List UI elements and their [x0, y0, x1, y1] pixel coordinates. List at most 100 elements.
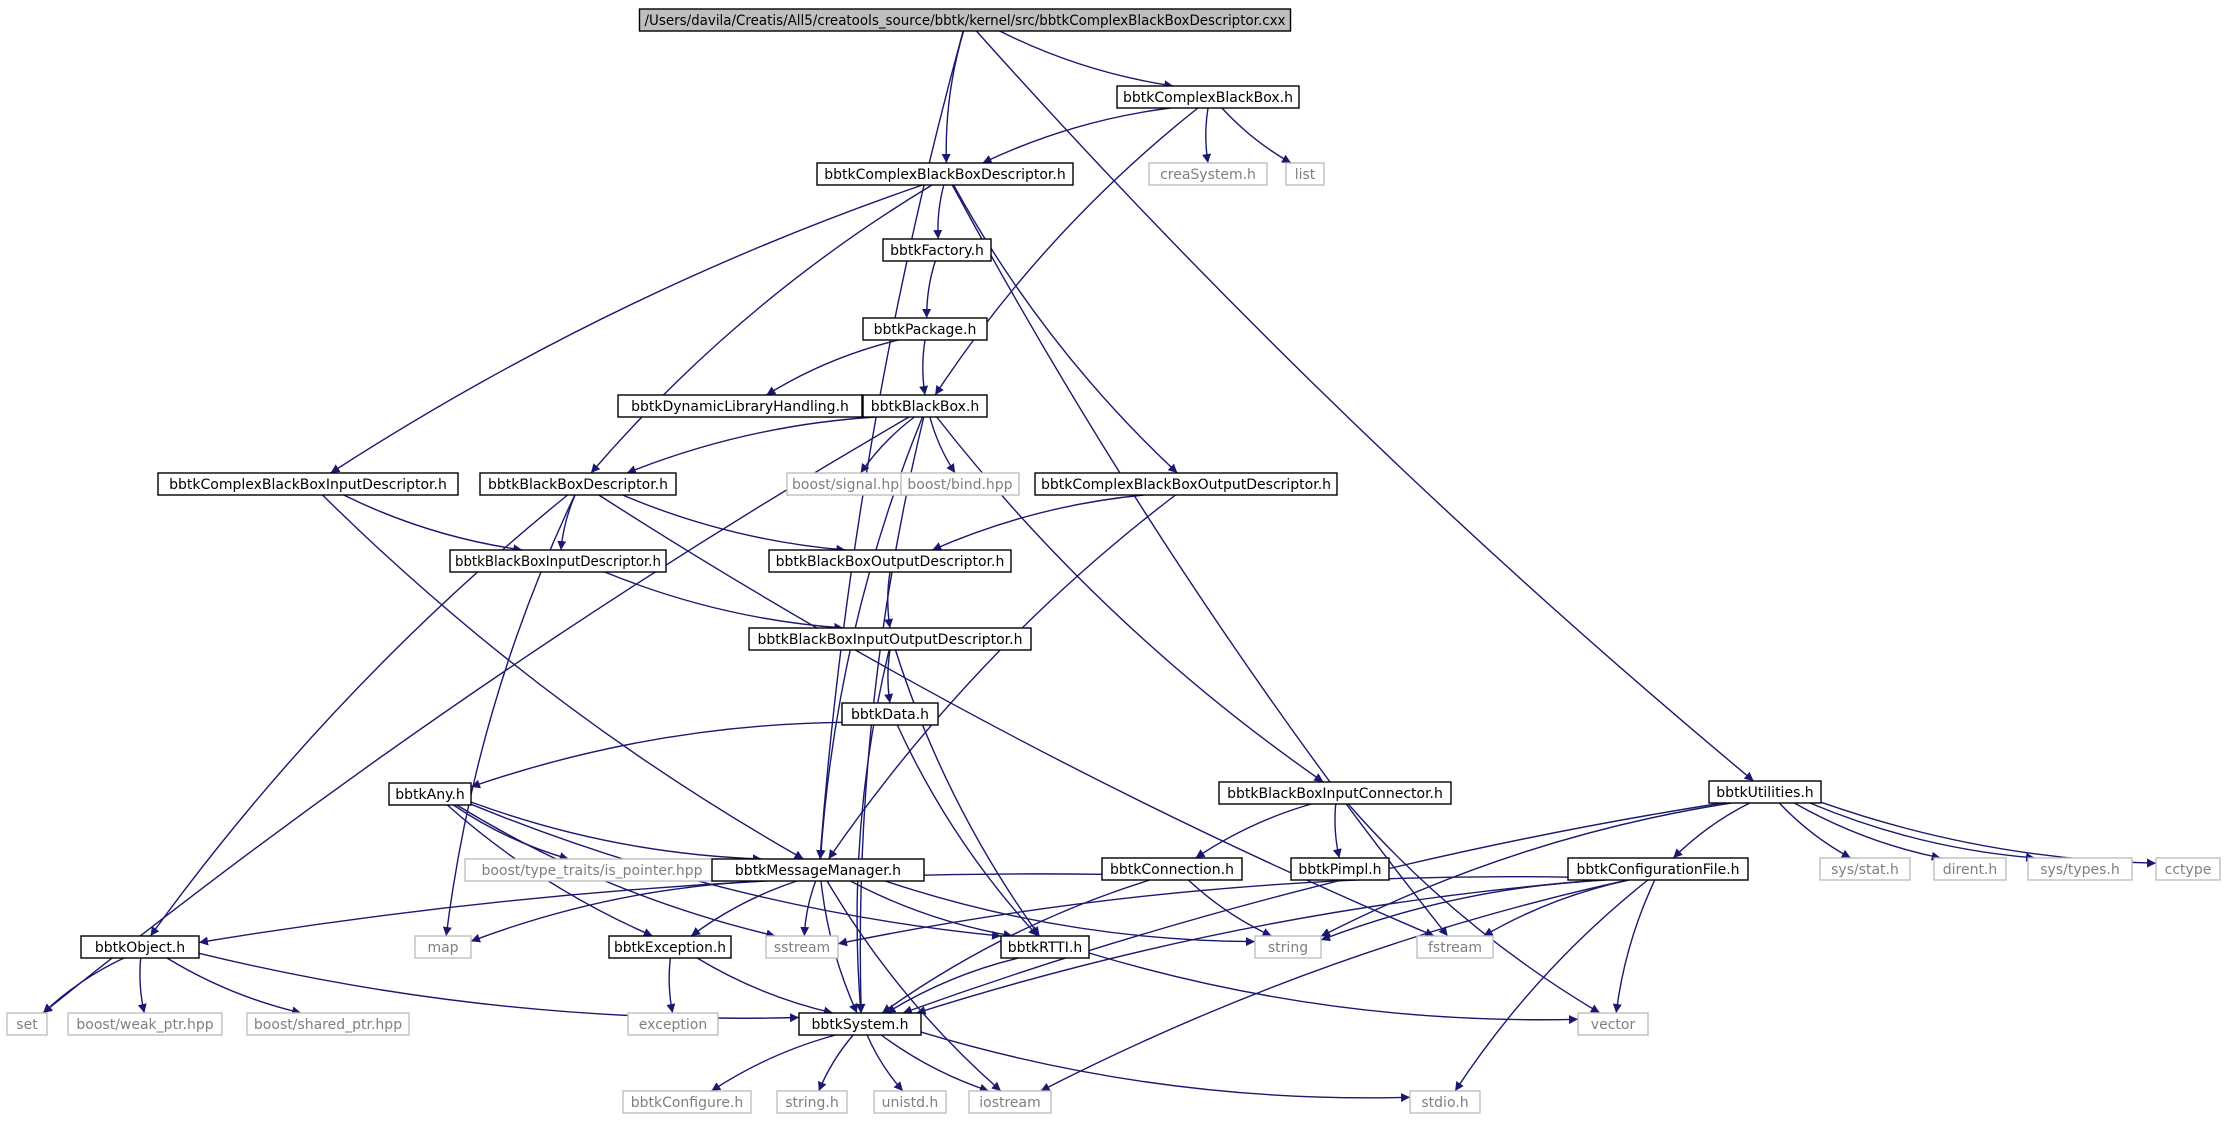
- edge-bbid-to-bbiod: [604, 571, 844, 632]
- node-bbtkconnection-h[interactable]: bbtkConnection.h: [1101, 857, 1243, 881]
- node-label: bbtkAny.h: [395, 787, 464, 803]
- node-box: [765, 935, 839, 959]
- node-label: iostream: [979, 1095, 1041, 1111]
- node-bbtkobject-h[interactable]: bbtkObject.h: [80, 935, 200, 959]
- node-label: vector: [1591, 1017, 1636, 1033]
- node-box: [748, 627, 1032, 651]
- edge-config-to-sstream: [837, 875, 1569, 947]
- node-box: [1290, 857, 1390, 881]
- node-label: string: [1268, 940, 1308, 956]
- node-box: [414, 935, 472, 959]
- node-bbtkconfigurationfile-h[interactable]: bbtkConfigurationFile.h: [1567, 857, 1749, 881]
- node-label: bbtkConfigurationFile.h: [1576, 862, 1739, 878]
- node-exception: exception: [627, 1012, 719, 1036]
- edge-cbbid-to-bbid: [343, 494, 523, 554]
- node-box: [1148, 162, 1268, 186]
- edge-cbbd-to-cbbod: [952, 184, 1178, 474]
- edge-bbic-to-vector: [1347, 803, 1601, 1014]
- edge-object-to-sharedptr: [166, 957, 302, 1016]
- edge-bbic-to-pimpl: [1332, 803, 1342, 859]
- node-cctype: cctype: [2155, 857, 2221, 881]
- node-label: creaSystem.h: [1160, 167, 1256, 183]
- node-bbtkpimpl-h[interactable]: bbtkPimpl.h: [1290, 857, 1390, 881]
- node-label: bbtkPimpl.h: [1298, 862, 1381, 878]
- node-bbtkmessagemanager-h[interactable]: bbtkMessageManager.h: [711, 858, 925, 882]
- edge-system-to-iostream: [880, 1034, 990, 1093]
- node-bbtkblackboxinputoutputdescriptor-h[interactable]: bbtkBlackBoxInputOutputDescriptor.h: [748, 627, 1032, 651]
- edge-utilities-to-sysstat: [1778, 802, 1852, 859]
- node-bbtksystem-h[interactable]: bbtkSystem.h: [798, 1012, 922, 1036]
- node-label: boost/bind.hpp: [907, 477, 1012, 493]
- edge-msgmgr-to-string: [884, 880, 1256, 947]
- node-map: map: [414, 935, 472, 959]
- node-box: [449, 549, 667, 573]
- edge-config-to-vector: [1612, 879, 1656, 1014]
- node-bbtkblackboxoutputdescriptor-h[interactable]: bbtkBlackBoxOutputDescriptor.h: [768, 549, 1012, 573]
- edge-root-to-cbbd: [941, 30, 965, 164]
- node-label: sys/types.h: [2040, 862, 2119, 878]
- edge-cbbid-to-msgmgr: [322, 494, 804, 860]
- node-box: [1218, 781, 1452, 805]
- node-bbtkfactory-h[interactable]: bbtkFactory.h: [882, 238, 992, 262]
- node-label: bbtkBlackBoxInputDescriptor.h: [455, 554, 661, 570]
- node-box: [608, 935, 732, 959]
- edge-msgmgr-to-exception: [690, 880, 798, 937]
- edge-exception-to-stdexc: [666, 957, 676, 1014]
- node-bbtkblackboxinputconnector-h[interactable]: bbtkBlackBoxInputConnector.h: [1218, 781, 1452, 805]
- edge-bb-to-set: [42, 416, 910, 1014]
- node-set: set: [6, 1012, 48, 1036]
- node-bbtkcomplexblackboxdescriptor-h[interactable]: bbtkComplexBlackBoxDescriptor.h: [816, 162, 1074, 186]
- edge-object-to-set: [42, 957, 125, 1014]
- node-label: bbtkRTTI.h: [1008, 940, 1082, 956]
- node-bbtkrtti-h[interactable]: bbtkRTTI.h: [1000, 935, 1090, 959]
- node-box: [1254, 935, 1322, 959]
- node-box: [1034, 472, 1338, 496]
- node-bbtkany-h[interactable]: bbtkAny.h: [388, 782, 472, 806]
- node-label: bbtkComplexBlackBoxOutputDescriptor.h: [1041, 477, 1331, 493]
- edge-cbbd-to-fstream: [951, 184, 1449, 937]
- edge-rtti-to-vector: [1088, 952, 1579, 1025]
- edge-cbb-to-cbbd: [982, 107, 1171, 164]
- node-bbtkdata-h[interactable]: bbtkData.h: [841, 702, 939, 726]
- edge-data-to-rtti: [896, 724, 1039, 937]
- node-sstream: sstream: [765, 935, 839, 959]
- node-label: list: [1295, 167, 1316, 183]
- edge-utilities-to-systypes: [1809, 802, 2036, 862]
- node-bbtkcomplexblackboxoutputdescriptor-h[interactable]: bbtkComplexBlackBoxOutputDescriptor.h: [1034, 472, 1338, 496]
- edges-layer: [42, 30, 2157, 1103]
- node-sys-types-h: sys/types.h: [2027, 857, 2133, 881]
- node-box: [1567, 857, 1749, 881]
- node-bbtkutilities-h[interactable]: bbtkUtilities.h: [1708, 780, 1822, 804]
- edge-cbb-to-bb: [934, 107, 1199, 396]
- node-box: [873, 1090, 947, 1114]
- node-bbtkblackboxdescriptor-h[interactable]: bbtkBlackBoxDescriptor.h: [479, 472, 677, 496]
- edge-package-to-bb: [919, 339, 929, 396]
- node-box: [711, 858, 925, 882]
- node-label: sys/stat.h: [1831, 862, 1899, 878]
- node-box: [1819, 857, 1911, 881]
- nodes-layer: /Users/davila/Creatis/All5/creatools_sou…: [6, 8, 2221, 1114]
- node-box: [638, 8, 1292, 32]
- node-bbtkblackboxinputdescriptor-h[interactable]: bbtkBlackBoxInputDescriptor.h: [449, 549, 667, 573]
- node-bbtkcomplexblackbox-h[interactable]: bbtkComplexBlackBox.h: [1116, 85, 1300, 109]
- node-bbtkcomplexblackboxinputdescriptor-h[interactable]: bbtkComplexBlackBoxInputDescriptor.h: [157, 472, 459, 496]
- node-label: bbtkConnection.h: [1110, 862, 1234, 878]
- node-label: boost/signal.hpp: [792, 477, 908, 493]
- node-boost-weak-ptr-hpp: boost/weak_ptr.hpp: [67, 1012, 223, 1036]
- edge-bb-to-bbd: [626, 416, 877, 474]
- node-creasystem-h: creaSystem.h: [1148, 162, 1268, 186]
- edge-utilities-to-config: [1672, 802, 1751, 859]
- node-box: [882, 238, 992, 262]
- node-bbtkblackbox-h[interactable]: bbtkBlackBox.h: [862, 394, 988, 418]
- node-bbtkpackage-h[interactable]: bbtkPackage.h: [862, 317, 988, 341]
- node-iostream: iostream: [968, 1090, 1052, 1114]
- edge-connection-to-object: [198, 873, 1103, 946]
- node-users-davila-creatis-all5-creatools-source-bbtk-kernel-src-bbtkcomplexblackboxdescriptor-cxx[interactable]: /Users/davila/Creatis/All5/creatools_sou…: [638, 8, 1292, 32]
- node-box: [1000, 935, 1090, 959]
- node-bbtkdynamiclibraryhandling-h[interactable]: bbtkDynamicLibraryHandling.h: [617, 394, 863, 418]
- node-box: [388, 782, 472, 806]
- edge-utilities-to-system: [902, 802, 1723, 1015]
- edge-msgmgr-to-map: [470, 880, 765, 943]
- edge-system-to-stdio: [920, 1031, 1411, 1103]
- node-bbtkexception-h[interactable]: bbtkException.h: [608, 935, 732, 959]
